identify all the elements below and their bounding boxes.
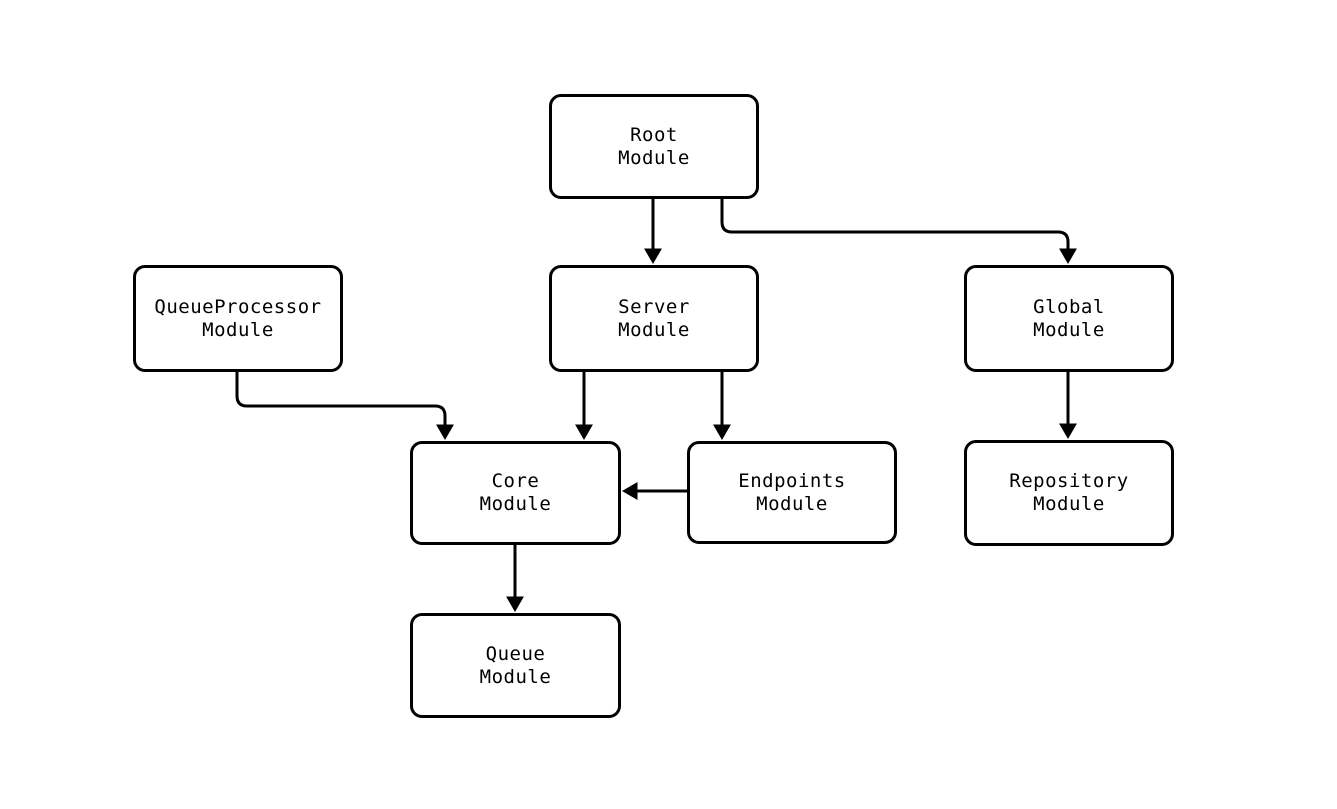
node-repository-module-line2: Module [1033, 493, 1105, 515]
node-endpoints-module[interactable]: Endpoints Module [687, 441, 897, 544]
node-core-module-line2: Module [479, 493, 552, 515]
node-queueprocessor-module[interactable]: QueueProcessor Module [133, 265, 343, 372]
node-core-module-line1: Core [491, 470, 540, 492]
node-core-module[interactable]: Core Module [410, 441, 621, 545]
node-server-module[interactable]: Server Module [549, 265, 759, 372]
edge-root-to-global [720, 199, 1078, 264]
node-queue-module-line2: Module [479, 665, 552, 688]
node-global-module-line1: Global [1033, 295, 1105, 318]
node-queue-module[interactable]: Queue Module [410, 613, 621, 718]
node-queueprocessor-module-line1: QueueProcessor [154, 295, 322, 318]
node-global-module-line2: Module [1033, 318, 1105, 341]
node-root-module-line2: Module [618, 146, 690, 169]
node-server-module-line2: Module [618, 318, 690, 341]
node-server-module-line1: Server [618, 295, 690, 318]
node-endpoints-module-line2: Module [756, 492, 828, 515]
node-root-module-line1: Root [630, 123, 678, 146]
node-root-module[interactable]: Root Module [549, 94, 759, 199]
node-global-module[interactable]: Global Module [964, 265, 1174, 372]
node-queue-module-line1: Queue [485, 642, 546, 665]
edge-queueprocessor-to-core [235, 372, 455, 440]
node-queueprocessor-module-line2: Module [202, 318, 274, 341]
node-repository-module-line1: Repository [1009, 470, 1129, 492]
node-endpoints-module-line1: Endpoints [738, 469, 846, 492]
node-repository-module[interactable]: Repository Module [964, 440, 1174, 546]
